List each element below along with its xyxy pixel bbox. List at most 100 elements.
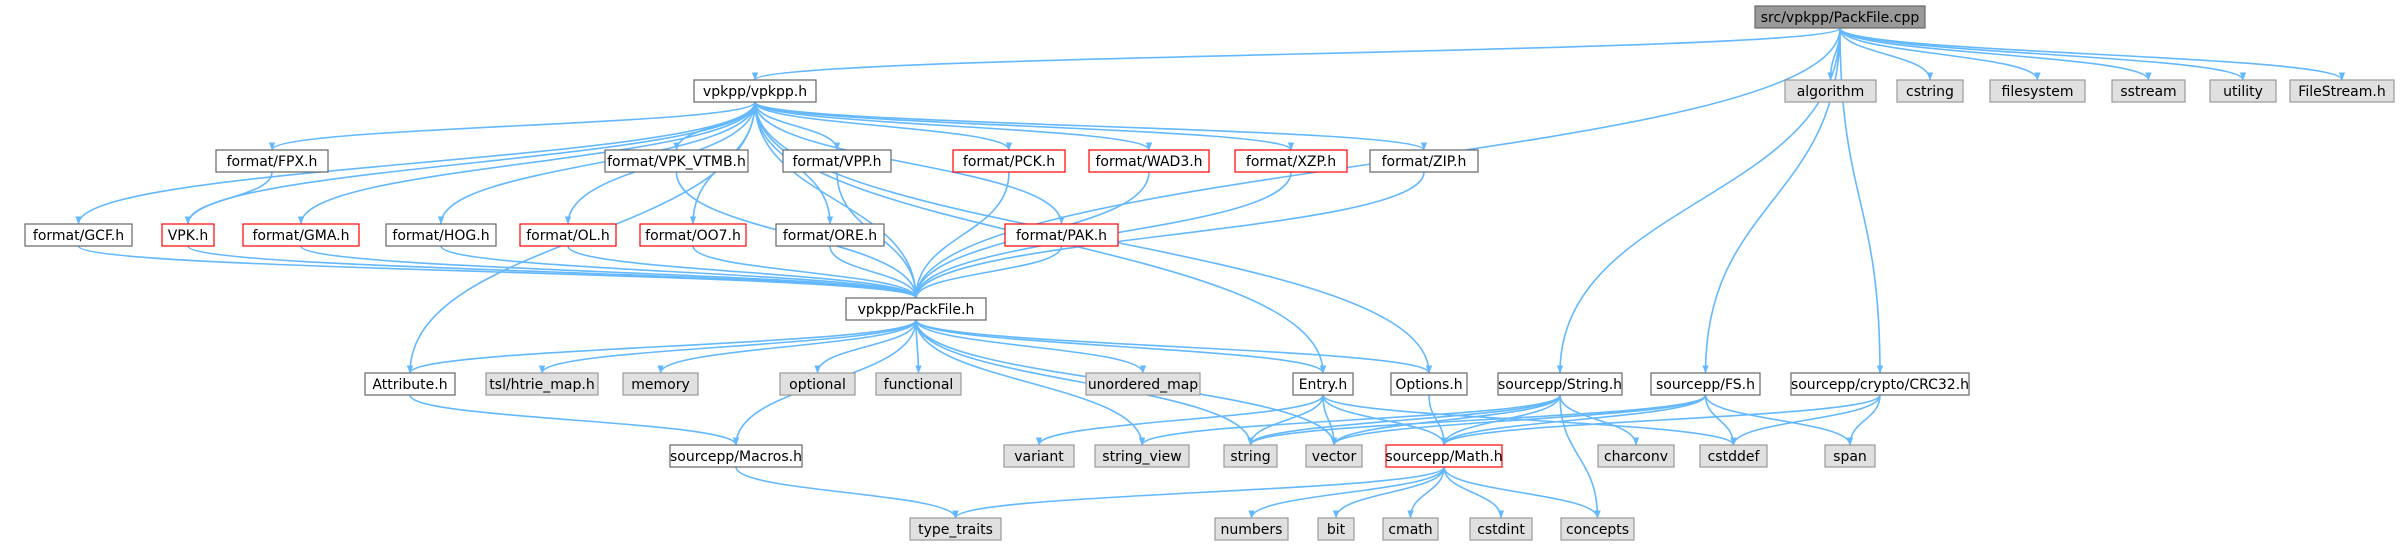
- edge-math-to-concepts: [1443, 466, 1601, 519]
- edge-sp_string-to-string: [1247, 394, 1561, 446]
- node-label-functional: functional: [884, 377, 954, 393]
- node-label-gcf: format/GCF.h: [33, 228, 124, 244]
- edge-vpkpp_h-to-wad3: [754, 101, 1153, 151]
- node-label-span: span: [1833, 449, 1867, 465]
- edge-gma-to-packfile: [300, 245, 920, 299]
- node-options[interactable]: Options.h: [1390, 372, 1468, 396]
- node-sp_string[interactable]: sourcepp/String.h: [1497, 372, 1623, 396]
- node-box-string_view: [1094, 444, 1190, 468]
- edge-vpkpp_h-to-fpx: [268, 101, 756, 151]
- nodes: src/vpkpp/PackFile.cpp vpkpp/vpkpp.h algor…: [24, 5, 2395, 541]
- node-label-unordered_map: unordered_map: [1088, 377, 1198, 393]
- node-pck[interactable]: format/PCK.h: [952, 149, 1066, 173]
- edge-packfile-to-optional: [814, 319, 917, 374]
- node-box-string: [1223, 444, 1278, 468]
- node-vpp[interactable]: format/VPP.h: [782, 149, 892, 173]
- node-ore[interactable]: format/ORE.h: [775, 223, 885, 247]
- node-zip[interactable]: format/ZIP.h: [1369, 149, 1479, 173]
- node-box-vpk: [161, 223, 215, 247]
- node-label-fpx: format/FPX.h: [227, 154, 318, 170]
- node-hog[interactable]: format/HOG.h: [385, 223, 497, 247]
- node-cstring[interactable]: cstring: [1896, 79, 1964, 103]
- edge-vpkpp_h-to-xzp: [754, 101, 1295, 151]
- node-cmath[interactable]: cmath: [1382, 517, 1439, 541]
- node-box-gma: [242, 223, 360, 247]
- node-type_traits[interactable]: type_traits: [909, 517, 1002, 541]
- node-string_view[interactable]: string_view: [1094, 444, 1190, 468]
- node-box-functional: [875, 372, 962, 396]
- edge-vpkpp_h-to-pck: [754, 101, 1013, 151]
- edge-entry-to-math: [1322, 394, 1448, 446]
- node-sstream[interactable]: sstream: [2111, 79, 2186, 103]
- node-box-cstdint: [1469, 517, 1533, 541]
- node-root[interactable]: src/vpkpp/PackFile.cpp: [1754, 5, 1926, 29]
- node-pak[interactable]: format/PAK.h: [1004, 223, 1119, 247]
- node-concepts[interactable]: concepts: [1560, 517, 1635, 541]
- node-vpk[interactable]: VPK.h: [161, 223, 215, 247]
- node-optional[interactable]: optional: [779, 372, 856, 396]
- node-filestream[interactable]: FileStream.h: [2289, 79, 2395, 103]
- node-box-pck: [952, 149, 1066, 173]
- edge-gcf-to-packfile: [77, 245, 919, 299]
- node-ol[interactable]: format/OL.h: [519, 223, 617, 247]
- node-numbers[interactable]: numbers: [1214, 517, 1289, 541]
- edge-oo7-to-packfile: [692, 245, 920, 299]
- node-algorithm[interactable]: algorithm: [1784, 79, 1877, 103]
- node-sp_fs[interactable]: sourcepp/FS.h: [1650, 372, 1761, 396]
- edge-packfile-to-attribute: [406, 319, 917, 374]
- node-vtmb[interactable]: format/VPK_VTMB.h: [604, 149, 749, 173]
- node-wad3[interactable]: format/WAD3.h: [1088, 149, 1210, 173]
- node-math[interactable]: sourcepp/Math.h: [1385, 444, 1503, 468]
- node-box-vpkpp_h: [693, 79, 817, 103]
- node-utility[interactable]: utility: [2209, 79, 2277, 103]
- node-string[interactable]: string: [1223, 444, 1278, 468]
- node-label-string_view: string_view: [1102, 449, 1181, 465]
- node-label-ol: format/OL.h: [526, 228, 610, 244]
- node-span[interactable]: span: [1824, 444, 1876, 468]
- node-label-type_traits: type_traits: [918, 522, 993, 538]
- node-cstdint[interactable]: cstdint: [1469, 517, 1533, 541]
- node-label-vpk: VPK.h: [168, 228, 209, 244]
- node-entry[interactable]: Entry.h: [1292, 372, 1354, 396]
- node-label-sp_fs: sourcepp/FS.h: [1656, 377, 1755, 393]
- node-functional[interactable]: functional: [875, 372, 962, 396]
- node-label-memory: memory: [631, 377, 690, 393]
- node-box-xzp: [1234, 149, 1348, 173]
- node-xzp[interactable]: format/XZP.h: [1234, 149, 1348, 173]
- node-memory[interactable]: memory: [622, 372, 699, 396]
- node-vector[interactable]: vector: [1305, 444, 1363, 468]
- node-label-sstream: sstream: [2120, 84, 2176, 100]
- node-cstddef[interactable]: cstddef: [1699, 444, 1768, 468]
- node-filesystem[interactable]: filesystem: [1989, 79, 2086, 103]
- node-box-sp_string: [1497, 372, 1623, 396]
- node-label-vpp: format/VPP.h: [792, 154, 881, 170]
- node-sp_crc[interactable]: sourcepp/crypto/CRC32.h: [1790, 372, 1970, 396]
- node-oo7[interactable]: format/OO7.h: [639, 223, 747, 247]
- node-box-zip: [1369, 149, 1479, 173]
- node-unordered_map[interactable]: unordered_map: [1085, 372, 1201, 396]
- node-label-root: src/vpkpp/PackFile.cpp: [1761, 10, 1920, 26]
- edge-packfile-to-options: [915, 319, 1433, 374]
- node-attribute[interactable]: Attribute.h: [364, 372, 456, 396]
- edge-hog-to-packfile: [440, 245, 920, 299]
- node-label-optional: optional: [789, 377, 846, 393]
- edge-math-to-type_traits: [952, 466, 1445, 519]
- node-variant[interactable]: variant: [1003, 444, 1075, 468]
- node-htrie[interactable]: tsl/htrie_map.h: [485, 372, 599, 396]
- node-gcf[interactable]: format/GCF.h: [24, 223, 133, 247]
- node-box-utility: [2209, 79, 2277, 103]
- node-fpx[interactable]: format/FPX.h: [215, 149, 329, 173]
- node-box-htrie: [485, 372, 599, 396]
- node-label-ore: format/ORE.h: [783, 228, 877, 244]
- node-label-charconv: charconv: [1604, 449, 1668, 465]
- node-box-ol: [519, 223, 617, 247]
- node-vpkpp_h[interactable]: vpkpp/vpkpp.h: [693, 79, 817, 103]
- node-gma[interactable]: format/GMA.h: [242, 223, 360, 247]
- node-label-utility: utility: [2223, 84, 2263, 100]
- node-charconv[interactable]: charconv: [1597, 444, 1675, 468]
- node-macros[interactable]: sourcepp/Macros.h: [669, 444, 803, 468]
- node-bit[interactable]: bit: [1317, 517, 1355, 541]
- node-packfile[interactable]: vpkpp/PackFile.h: [845, 297, 987, 321]
- node-box-sp_crc: [1790, 372, 1970, 396]
- node-box-fpx: [215, 149, 329, 173]
